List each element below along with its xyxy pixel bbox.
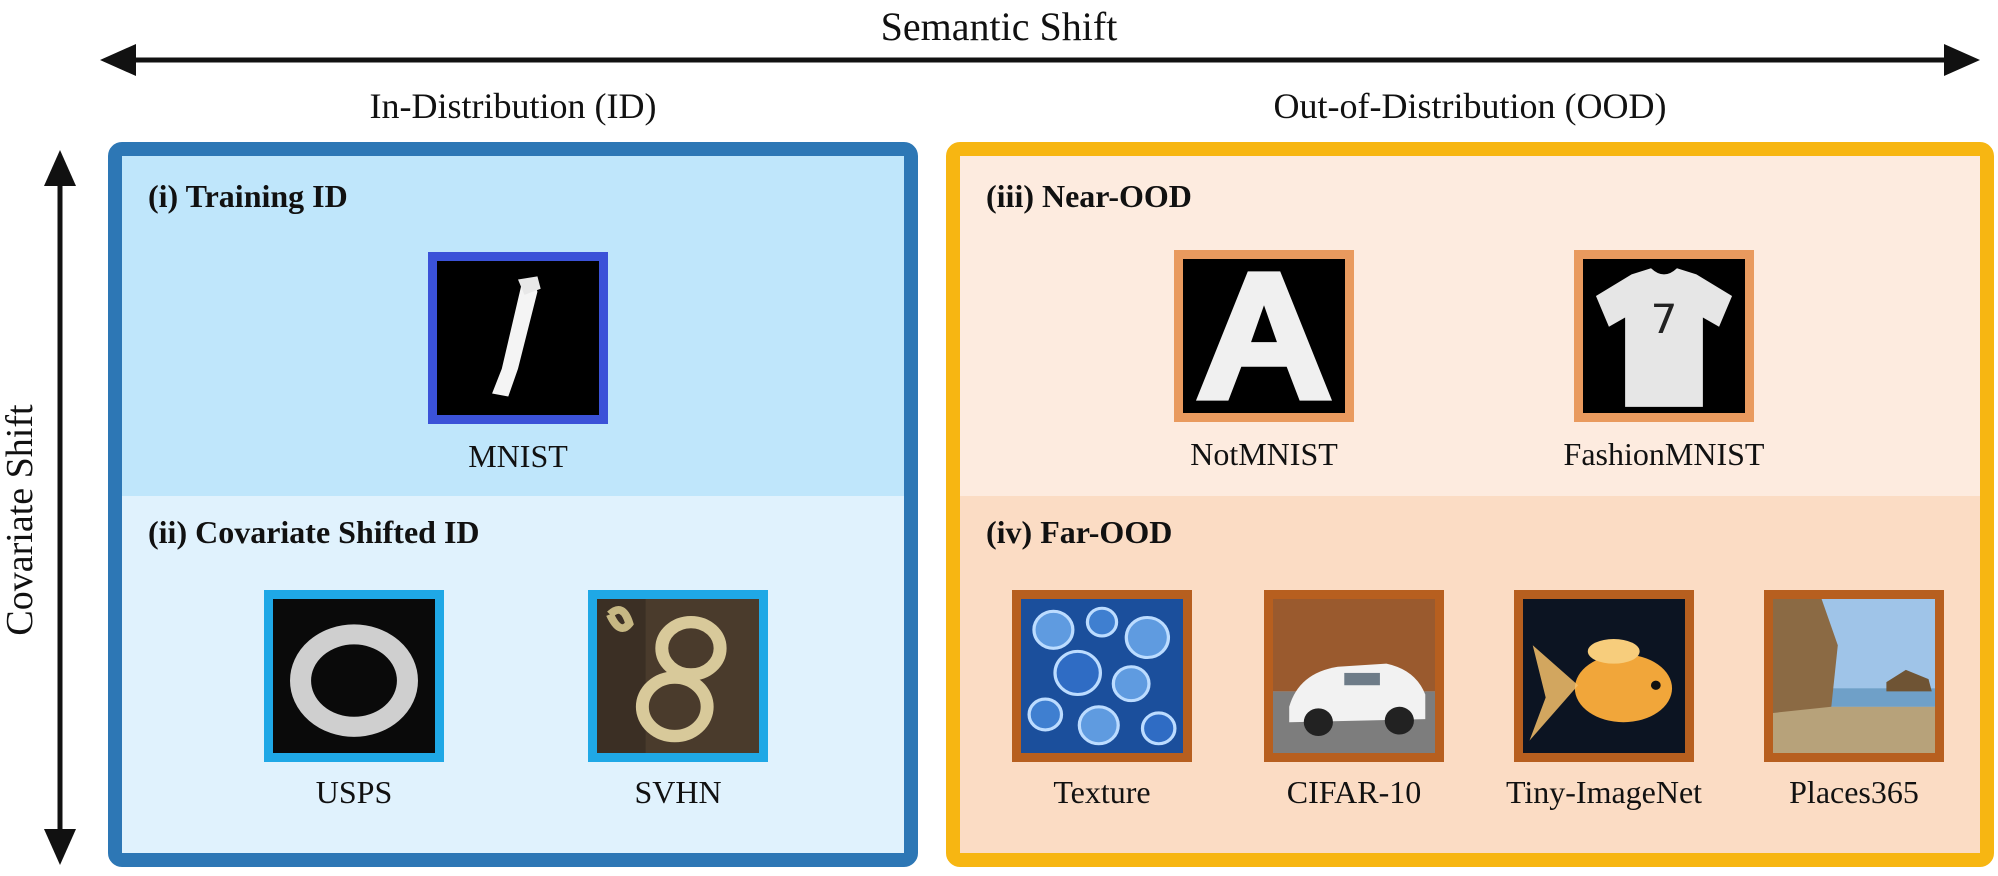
covariate-shift-label-wrap: Covariate Shift [0, 170, 41, 870]
mnist-image [428, 252, 608, 424]
svhn-caption: SVHN [634, 774, 722, 810]
notmnist-caption: NotMNIST [1190, 436, 1338, 472]
training-id-region: (i) Training ID MNIST [122, 156, 904, 496]
far-ood-title: (iv) Far-OOD [986, 514, 1173, 550]
texture-image [1012, 590, 1192, 762]
texture-caption: Texture [1053, 774, 1151, 810]
near-ood-title: (iii) Near-OOD [986, 178, 1192, 214]
covariate-id-title: (ii) Covariate Shifted ID [148, 514, 480, 550]
cifar10-image [1264, 590, 1444, 762]
places365-image [1764, 590, 1944, 762]
mnist-caption: MNIST [468, 438, 568, 474]
usps-image [264, 590, 444, 762]
covariate-id-region: (ii) Covariate Shifted ID USPS SVHN [122, 496, 904, 853]
usps-caption: USPS [315, 774, 393, 810]
semantic-shift-arrow-icon [100, 44, 1980, 76]
svg-text:7: 7 [1651, 296, 1678, 343]
near-ood-region: (iii) Near-OOD NotMNIST 7 FashionMNIST [960, 156, 1980, 496]
svhn-image [588, 590, 768, 762]
cifar10-caption: CIFAR-10 [1286, 774, 1422, 810]
tiny-imagenet-image [1514, 590, 1694, 762]
covariate-shift-arrow-icon [44, 150, 76, 865]
semantic-shift-label: Semantic Shift [880, 4, 1118, 49]
ood-heading: Out-of-Distribution (OOD) [1273, 86, 1667, 126]
ood-panel: (iii) Near-OOD NotMNIST 7 FashionMNIST (… [946, 142, 1994, 867]
id-heading: In-Distribution (ID) [369, 86, 657, 126]
tiny-imagenet-caption: Tiny-ImageNet [1505, 774, 1703, 810]
fashionmnist-caption: FashionMNIST [1563, 436, 1765, 472]
id-panel: (i) Training ID MNIST (ii) Covariate Shi… [108, 142, 918, 867]
notmnist-image [1174, 250, 1354, 422]
training-id-title: (i) Training ID [148, 178, 348, 214]
places365-caption: Places365 [1789, 774, 1919, 810]
far-ood-region: (iv) Far-OOD Texture [960, 496, 1980, 853]
covariate-shift-label: Covariate Shift [0, 404, 41, 636]
fashionmnist-image: 7 [1574, 250, 1754, 422]
